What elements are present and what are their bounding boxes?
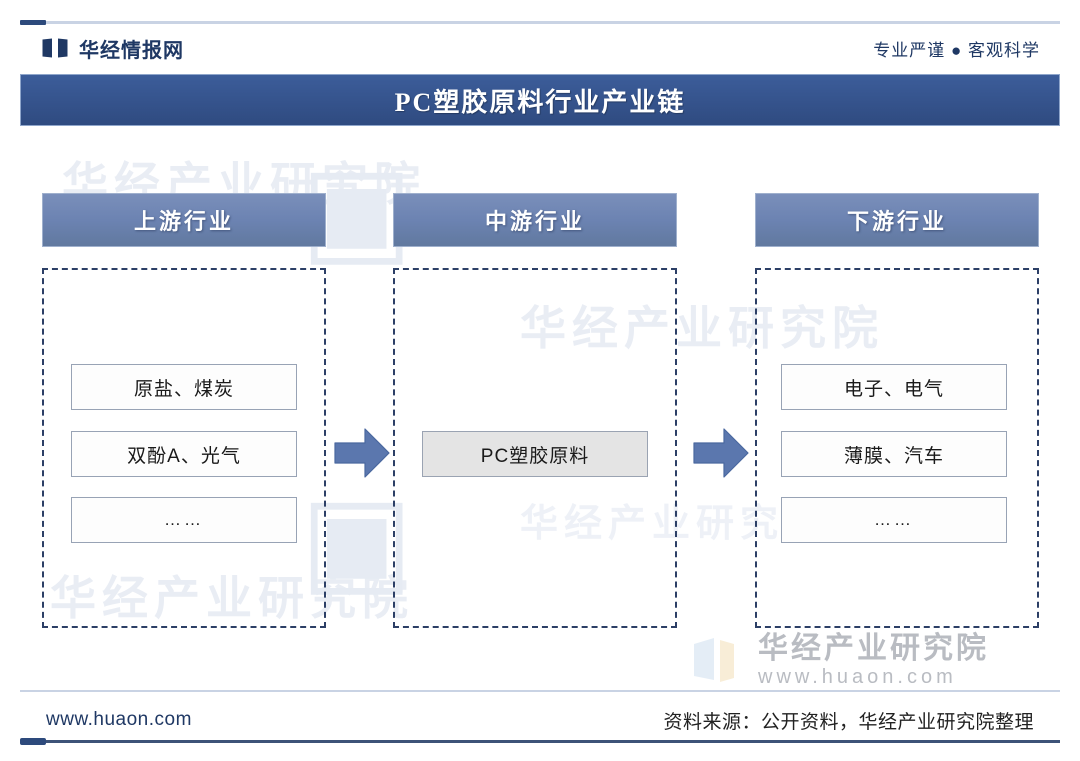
dashed-container-midstream [393, 268, 677, 628]
header-tagline: 专业严谨 ● 客观科学 [873, 40, 1040, 60]
column-header-label: 下游行业 [846, 209, 947, 234]
node-label: 双酚A、光气 [127, 445, 241, 467]
corner-watermark: 华经产业研究院 www.huaon.com [690, 633, 989, 689]
column-upstream: 上游行业 [42, 193, 326, 247]
column-downstream: 下游行业 [755, 193, 1039, 247]
footer-divider [20, 690, 1060, 692]
arrow-right-icon [334, 428, 390, 478]
node-card: 电子、电气 [781, 364, 1007, 410]
column-header-label: 上游行业 [133, 209, 234, 234]
corner-watermark-url: www.huaon.com [758, 665, 957, 688]
corner-watermark-text: 华经产业研究院 www.huaon.com [758, 633, 989, 689]
footer-source: 资料来源：公开资料，华经产业研究院整理 [663, 711, 1034, 733]
corner-watermark-title: 华经产业研究院 [758, 632, 989, 665]
node-card: …… [71, 497, 297, 543]
page-title: PC塑胶原料行业产业链 [394, 87, 686, 117]
column-header-upstream: 上游行业 [42, 193, 326, 247]
column-header-downstream: 下游行业 [755, 193, 1039, 247]
page-footer: www.huaon.com 资料来源：公开资料，华经产业研究院整理 [20, 698, 1060, 742]
node-label: 原盐、煤炭 [133, 378, 234, 400]
node-label: …… [164, 510, 204, 529]
page-header: 华经情报网 专业严谨 ● 客观科学 [20, 26, 1060, 70]
node-card: 双酚A、光气 [71, 431, 297, 477]
node-label: 薄膜、汽车 [843, 445, 944, 467]
node-card: 原盐、煤炭 [71, 364, 297, 410]
footer-url[interactable]: www.huaon.com [46, 709, 192, 730]
brand: 华经情报网 [20, 34, 184, 63]
node-card: 薄膜、汽车 [781, 431, 1007, 477]
node-card: …… [781, 497, 1007, 543]
node-label: PC塑胶原料 [480, 445, 590, 467]
node-label: 电子、电气 [843, 378, 944, 400]
arrow-right-icon [693, 428, 749, 478]
huaon-logo-icon [694, 637, 734, 682]
dashed-container-downstream [755, 268, 1039, 628]
brand-name: 华经情报网 [79, 39, 184, 62]
dashed-container-upstream [42, 268, 326, 628]
node-card-midstream: PC塑胶原料 [422, 431, 648, 477]
column-header-label: 中游行业 [484, 209, 585, 234]
node-label: …… [874, 510, 914, 529]
title-banner: PC塑胶原料行业产业链 [20, 74, 1060, 126]
column-header-midstream: 中游行业 [393, 193, 677, 247]
open-book-icon [42, 38, 68, 58]
column-midstream: 中游行业 [393, 193, 677, 247]
footer-bottom-rule [20, 738, 1060, 745]
header-divider [20, 20, 1060, 25]
